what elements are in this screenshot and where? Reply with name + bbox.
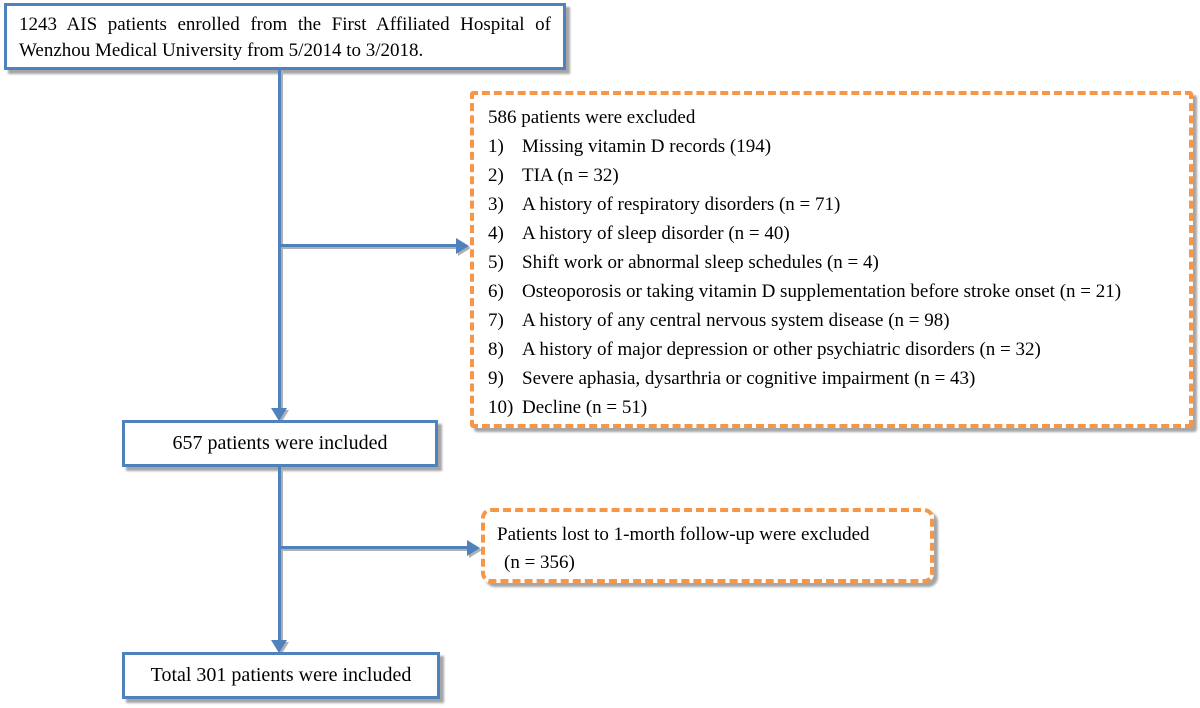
excluded-item: 10) Decline (n = 51): [488, 393, 1181, 422]
excluded-item-text: TIA (n = 32): [522, 165, 619, 186]
followup-line1: Patients lost to 1-morth follow-up were …: [497, 524, 870, 545]
excluded-item-number: 2): [488, 165, 504, 186]
excluded-item-number: 4): [488, 223, 504, 244]
excluded-item-number: 3): [488, 194, 504, 215]
arrowhead-right-followup-icon: [467, 540, 480, 556]
total-text: Total 301 patients were included: [150, 664, 412, 686]
excluded-item-text: A history of major depression or other p…: [522, 339, 1041, 360]
excluded-item-text: A history of respiratory disorders (n = …: [522, 194, 841, 215]
arrowhead-down-included-icon: [271, 408, 287, 421]
excluded-item-text: Severe aphasia, dysarthria or cognitive …: [522, 368, 976, 389]
excluded-item: 7) A history of any central nervous syst…: [488, 306, 1181, 335]
excluded-item-number: 7): [488, 310, 504, 331]
excluded-item-text: Decline (n = 51): [522, 397, 648, 418]
excluded-item-number: 8): [488, 339, 504, 360]
enrolled-text: 1243 AIS patients enrolled from the Firs…: [19, 14, 551, 61]
included-text: 657 patients were included: [172, 432, 388, 454]
excluded-item: 9) Severe aphasia, dysarthria or cogniti…: [488, 364, 1181, 393]
connector-enrolled-to-included: [278, 69, 281, 409]
excluded-item-number: 6): [488, 281, 504, 302]
excluded-item-text: Shift work or abnormal sleep schedules (…: [522, 252, 879, 273]
excluded-item-number: 9): [488, 368, 504, 389]
arrowhead-right-excluded-icon: [456, 238, 469, 254]
excluded-item: 2) TIA (n = 32): [488, 161, 1181, 190]
excluded-box: 586 patients were excluded 1) Missing vi…: [470, 91, 1193, 428]
excluded-item: 4) A history of sleep disorder (n = 40): [488, 219, 1181, 248]
excluded-item-number: 10): [488, 397, 514, 418]
connector-branch-excluded: [280, 244, 457, 247]
excluded-item-text: A history of sleep disorder (n = 40): [522, 223, 790, 244]
total-box: Total 301 patients were included: [122, 652, 440, 699]
excluded-item-text: A history of any central nervous system …: [522, 310, 950, 331]
excluded-item: 3) A history of respiratory disorders (n…: [488, 190, 1181, 219]
enrolled-box: 1243 AIS patients enrolled from the Firs…: [4, 3, 566, 70]
excluded-item: 5) Shift work or abnormal sleep schedule…: [488, 248, 1181, 277]
arrowhead-down-total-icon: [271, 640, 287, 653]
followup-excluded-box: Patients lost to 1-morth follow-up were …: [481, 508, 934, 583]
included-box: 657 patients were included: [122, 420, 438, 467]
excluded-item-number: 5): [488, 252, 504, 273]
excluded-item: 1) Missing vitamin D records (194): [488, 132, 1181, 161]
excluded-item-text: Missing vitamin D records (194): [522, 136, 772, 157]
excluded-item: 6) Osteoporosis or taking vitamin D supp…: [488, 277, 1181, 306]
connector-branch-followup: [280, 546, 468, 549]
excluded-item-number: 1): [488, 136, 504, 157]
excluded-title: 586 patients were excluded: [488, 107, 696, 128]
followup-line2: (n = 356): [504, 552, 575, 573]
connector-included-to-total: [278, 467, 281, 641]
excluded-item-text: Osteoporosis or taking vitamin D supplem…: [522, 281, 1122, 302]
excluded-item: 8) A history of major depression or othe…: [488, 335, 1181, 364]
